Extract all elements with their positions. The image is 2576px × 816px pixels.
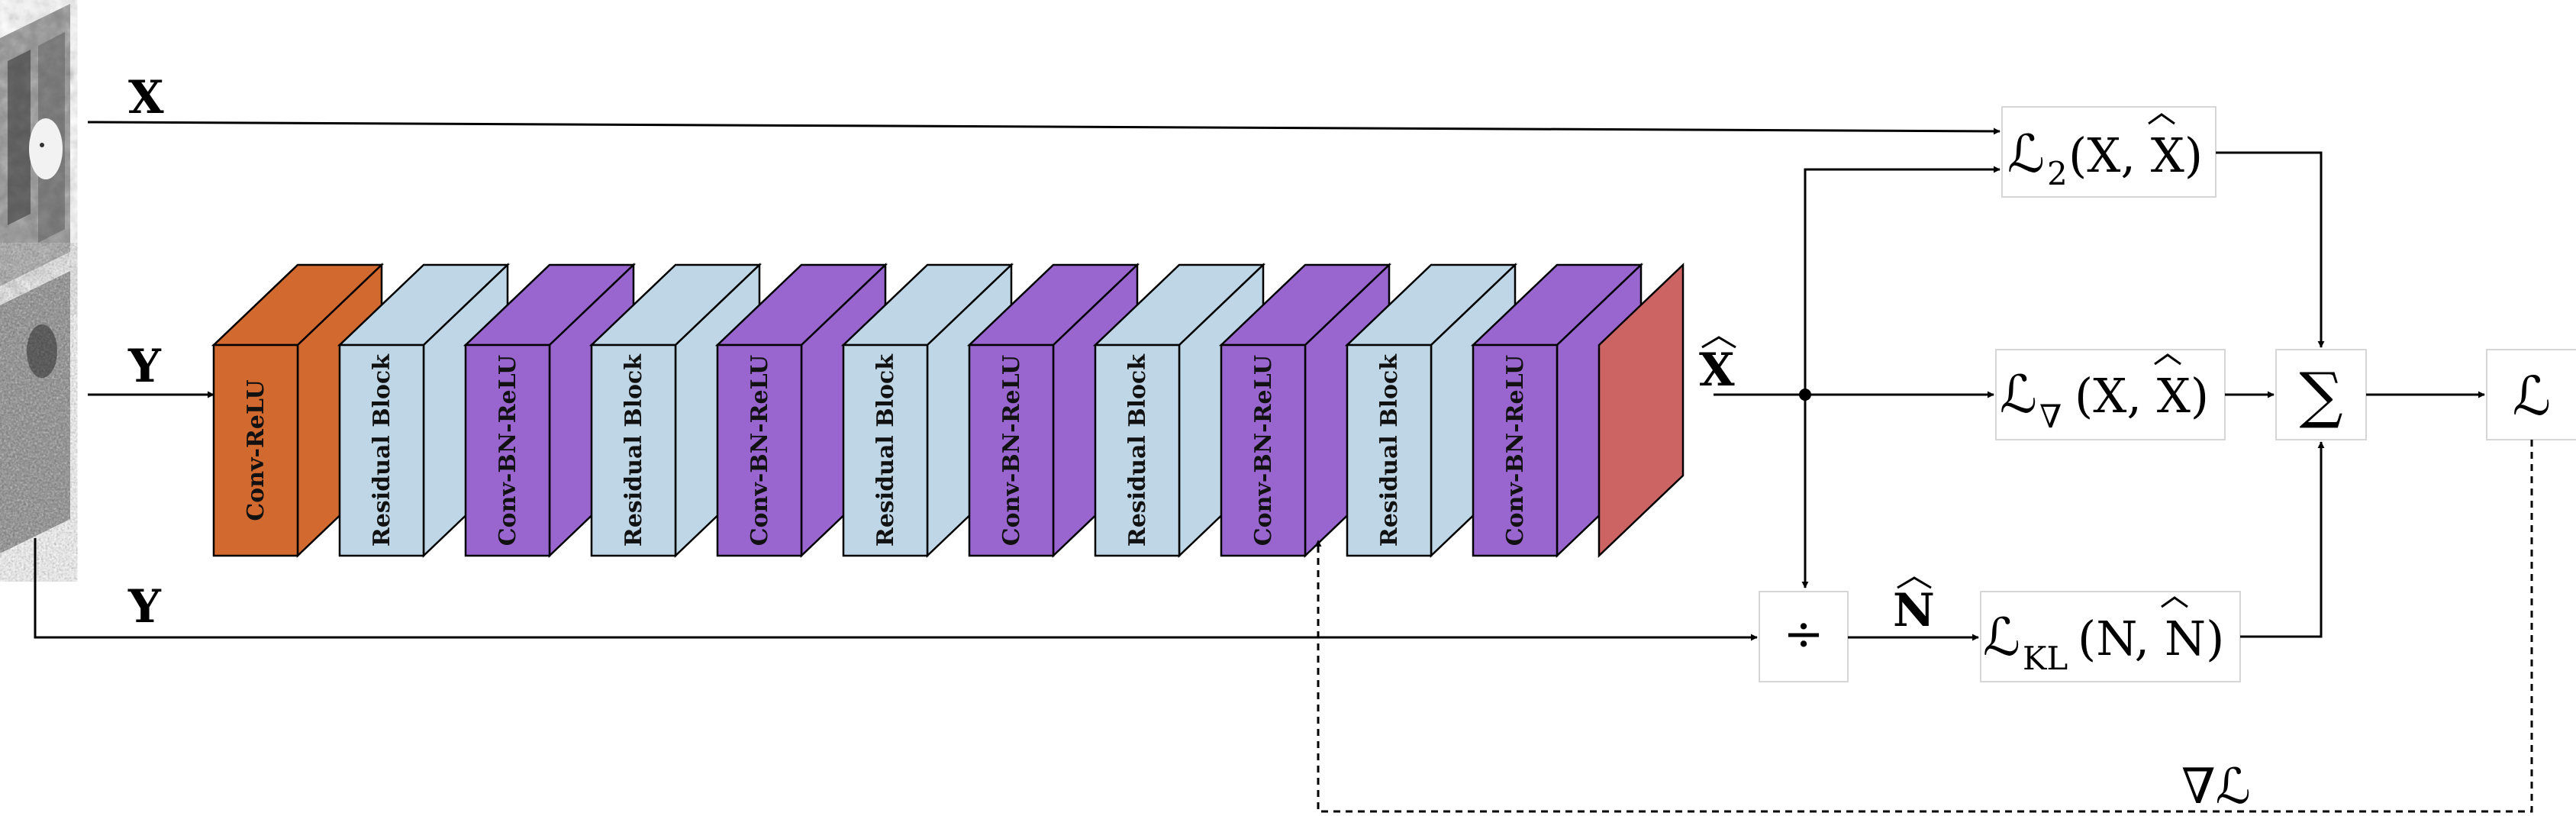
kl-loss-label: ℒ KL (N, N) <box>1983 596 2224 677</box>
xhat-to-l2-arrow <box>1804 166 2001 395</box>
svg-text:ℒ: ℒ <box>2007 124 2045 185</box>
svg-text:N: N <box>1893 584 1935 637</box>
svg-text:ℒ: ℒ <box>1983 608 2020 668</box>
total-loss-symbol: ℒ <box>2513 365 2551 427</box>
network-blocks: Conv-ReLU Residual Block Conv-BN-ReLU Resid… <box>211 263 1685 558</box>
lkl-to-sum-arrow <box>2240 441 2325 638</box>
svg-text:∇: ∇ <box>2039 398 2062 435</box>
kl-loss-box <box>1980 591 2241 682</box>
block-front-face <box>1220 343 1307 557</box>
clean-image <box>0 4 70 286</box>
x-hat-label: X <box>1699 336 1736 397</box>
noisy-image <box>0 271 70 553</box>
sum-symbol: ∑ <box>2299 360 2342 431</box>
grad-loss-box <box>1995 349 2226 440</box>
divide-box <box>1759 591 1849 682</box>
svg-text:2: 2 <box>2047 155 2068 192</box>
block-label: Residual Block <box>872 353 899 547</box>
block-label: Residual Block <box>1124 353 1151 547</box>
block-front-face <box>212 343 299 557</box>
block-label: Residual Block <box>369 353 395 547</box>
svg-text:(X, X): (X, X) <box>2075 368 2209 424</box>
grad-loss-label: ℒ ∇ (X, X) <box>2000 353 2209 435</box>
block-front-face <box>1094 343 1181 557</box>
svg-text:ℒ: ℒ <box>2000 365 2037 425</box>
divide-symbol: ÷ <box>1783 606 1824 663</box>
block-front-face <box>716 343 803 557</box>
output-layer-face <box>1598 263 1685 558</box>
block-label: Conv-BN-ReLU <box>746 355 773 546</box>
block-label: Residual Block <box>621 353 647 547</box>
l2-loss-box <box>2001 106 2217 198</box>
input-x-label: X <box>128 71 164 124</box>
svg-text:(X, X): (X, X) <box>2068 127 2203 183</box>
block-front-face <box>968 343 1055 557</box>
backprop-label: ∇ℒ <box>2181 759 2251 815</box>
block-front-face <box>464 343 551 557</box>
svg-text:KL: KL <box>2023 640 2068 677</box>
block-label: Conv-ReLU <box>243 379 269 521</box>
input-y-bottom-label: Y <box>127 580 162 634</box>
block-label: Conv-BN-ReLU <box>1502 355 1529 546</box>
block-label: Conv-BN-ReLU <box>495 355 521 546</box>
l2-to-sum-arrow <box>2216 151 2325 348</box>
block-front-face <box>590 343 677 557</box>
block-front-face <box>1472 343 1559 557</box>
sum-box <box>2275 349 2367 440</box>
block-label: Conv-BN-ReLU <box>1250 355 1277 546</box>
total-loss-box <box>2486 349 2576 440</box>
l2-loss-label: ℒ 2 (X, X) <box>2007 113 2203 192</box>
block-label: Conv-BN-ReLU <box>998 355 1025 546</box>
y-to-divide-arrow <box>34 538 1758 641</box>
block-label: Residual Block <box>1376 353 1403 547</box>
block-front-face <box>842 343 929 557</box>
x-to-l2-arrow <box>87 121 2001 135</box>
output-layer <box>1598 263 1685 558</box>
input-y-label: Y <box>127 340 162 393</box>
n-hat-label: N <box>1893 576 1935 637</box>
block-front-face <box>1346 343 1433 557</box>
backprop-dashed-arrow <box>1314 440 2533 813</box>
svg-text:(N, N): (N, N) <box>2078 611 2224 666</box>
svg-text:X: X <box>1699 343 1735 397</box>
block-front-face <box>338 343 425 557</box>
